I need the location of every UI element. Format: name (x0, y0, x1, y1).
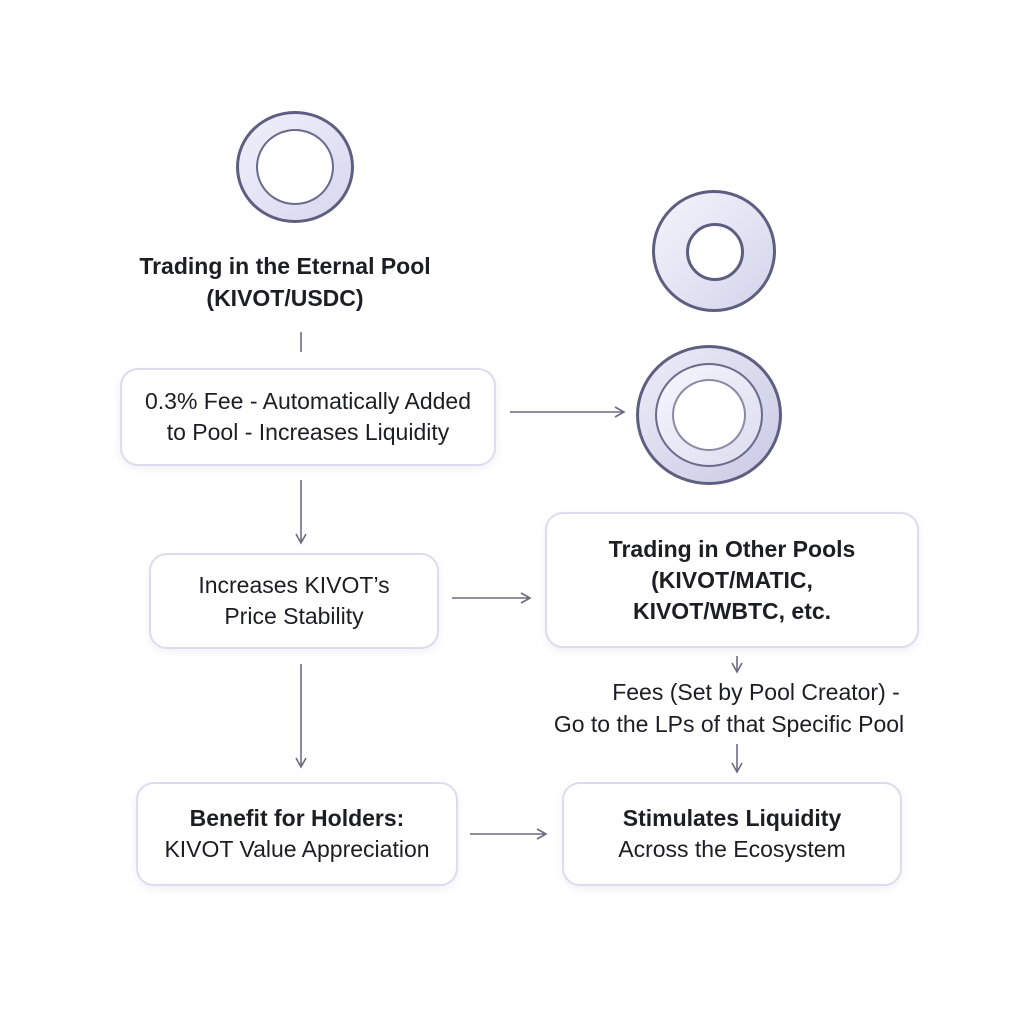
eternal-pool-title-line1: Trading in the Eternal Pool (139, 253, 431, 279)
fee-box: 0.3% Fee - Automatically Added to Pool -… (120, 368, 496, 466)
ecosystem-liquidity-line1: Stimulates Liquidity (622, 805, 842, 831)
other-pools-line1: Trading in Other Pools (608, 535, 856, 562)
ecosystem-liquidity-line2: Across the Ecosystem (618, 836, 846, 862)
eternal-pool-title-line2: (KIVOT/USDC) (206, 285, 364, 311)
other-pool-coin-bottom-icon (636, 345, 782, 485)
eternal-pool-title: Trading in the Eternal Pool (KIVOT/USDC) (110, 250, 460, 314)
eternal-pool-coin-icon (236, 111, 354, 223)
ecosystem-liquidity-box: Stimulates Liquidity Across the Ecosyste… (562, 782, 902, 886)
other-pools-line3: KIVOT/WBTC, etc. (632, 597, 832, 624)
holders-benefit-line1: Benefit for Holders: (189, 805, 405, 831)
fees-note: Fees (Set by Pool Creator) - Go to the L… (520, 676, 938, 740)
holders-benefit-box: Benefit for Holders: KIVOT Value Appreci… (136, 782, 458, 886)
fees-note-line2: Go to the LPs of that Specific Pool (553, 711, 905, 737)
holders-benefit-line2: KIVOT Value Appreciation (164, 836, 430, 862)
fees-note-line1: Fees (Set by Pool Creator) - (612, 679, 900, 705)
price-stability-box: Increases KIVOT’s Price Stability (149, 553, 439, 649)
other-pools-box: Trading in Other Pools (KIVOT/MATIC, KIV… (545, 512, 919, 648)
price-stability-line2: Price Stability (224, 603, 364, 629)
fee-box-line2: to Pool - Increases Liquidity (166, 419, 450, 445)
other-pool-coin-top-icon (652, 190, 776, 312)
fee-box-line1: 0.3% Fee - Automatically Added (144, 388, 472, 414)
price-stability-line1: Increases KIVOT’s (198, 572, 390, 598)
other-pools-line2: (KIVOT/MATIC, (651, 566, 813, 593)
